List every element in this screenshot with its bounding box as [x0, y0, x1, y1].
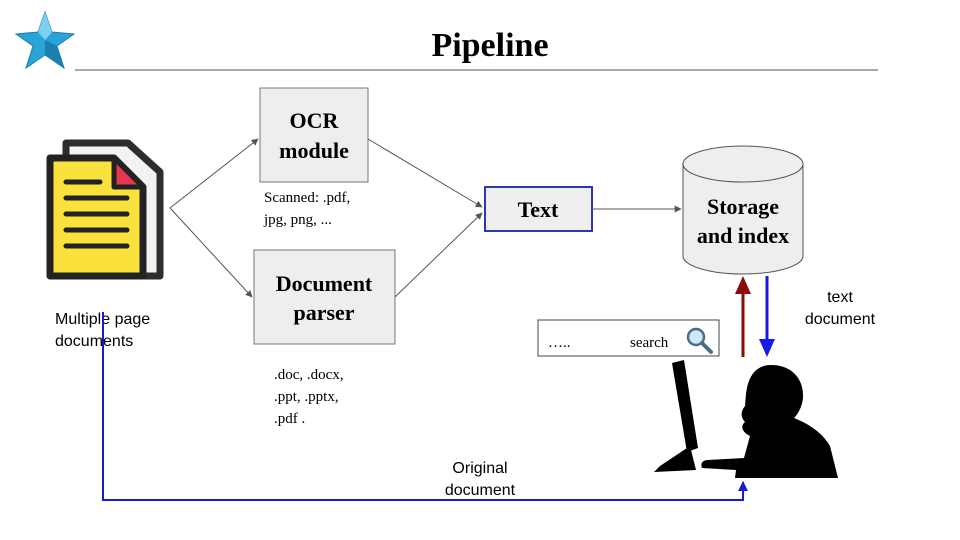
user-at-computer-icon: [654, 360, 838, 478]
arrow-ocr-to-text: [367, 138, 483, 208]
database-cylinder-icon: [682, 145, 804, 275]
original-document-label-line1: Original: [452, 460, 507, 477]
original-document-path: [102, 312, 748, 501]
page-title: Pipeline: [431, 27, 548, 64]
text-box-label: Text: [518, 197, 559, 222]
storage-label-line2: and index: [697, 223, 789, 248]
ocr-module-box: [259, 87, 369, 183]
documents-label-line2: documents: [55, 333, 133, 350]
search-placeholder: …..: [548, 335, 571, 351]
document-parser-label-line2: parser: [293, 300, 354, 325]
ocr-formats-line1: Scanned: .pdf,: [264, 190, 350, 206]
parser-formats-line3: .pdf .: [274, 411, 305, 427]
search-label: search: [630, 335, 669, 351]
result-down-arrow: [759, 276, 775, 357]
magnifier-icon[interactable]: [686, 327, 713, 354]
text-document-label-line2: document: [805, 311, 876, 328]
original-document-label-line2: document: [445, 482, 516, 499]
text-box: [484, 186, 593, 232]
parser-formats-line1: .doc, .docx,: [274, 367, 344, 383]
query-up-arrow: [735, 276, 751, 357]
storage-label-line1: Storage: [707, 194, 779, 219]
text-document-label-line1: text: [827, 289, 853, 306]
ocr-module-label-line1: OCR: [290, 108, 340, 133]
document-parser-label-line1: Document: [276, 271, 373, 296]
documents-icon: [46, 139, 164, 280]
ocr-formats-line2: jpg, png, ...: [263, 212, 332, 228]
ocr-module-label-line2: module: [279, 138, 349, 163]
arrow-docs-to-parser: [169, 207, 253, 298]
arrow-parser-to-text: [394, 212, 483, 298]
document-parser-box: [253, 249, 396, 345]
arrow-docs-to-ocr: [169, 138, 259, 209]
parser-formats-line2: .ppt, .pptx,: [274, 389, 339, 405]
star-logo-icon: [14, 10, 76, 70]
